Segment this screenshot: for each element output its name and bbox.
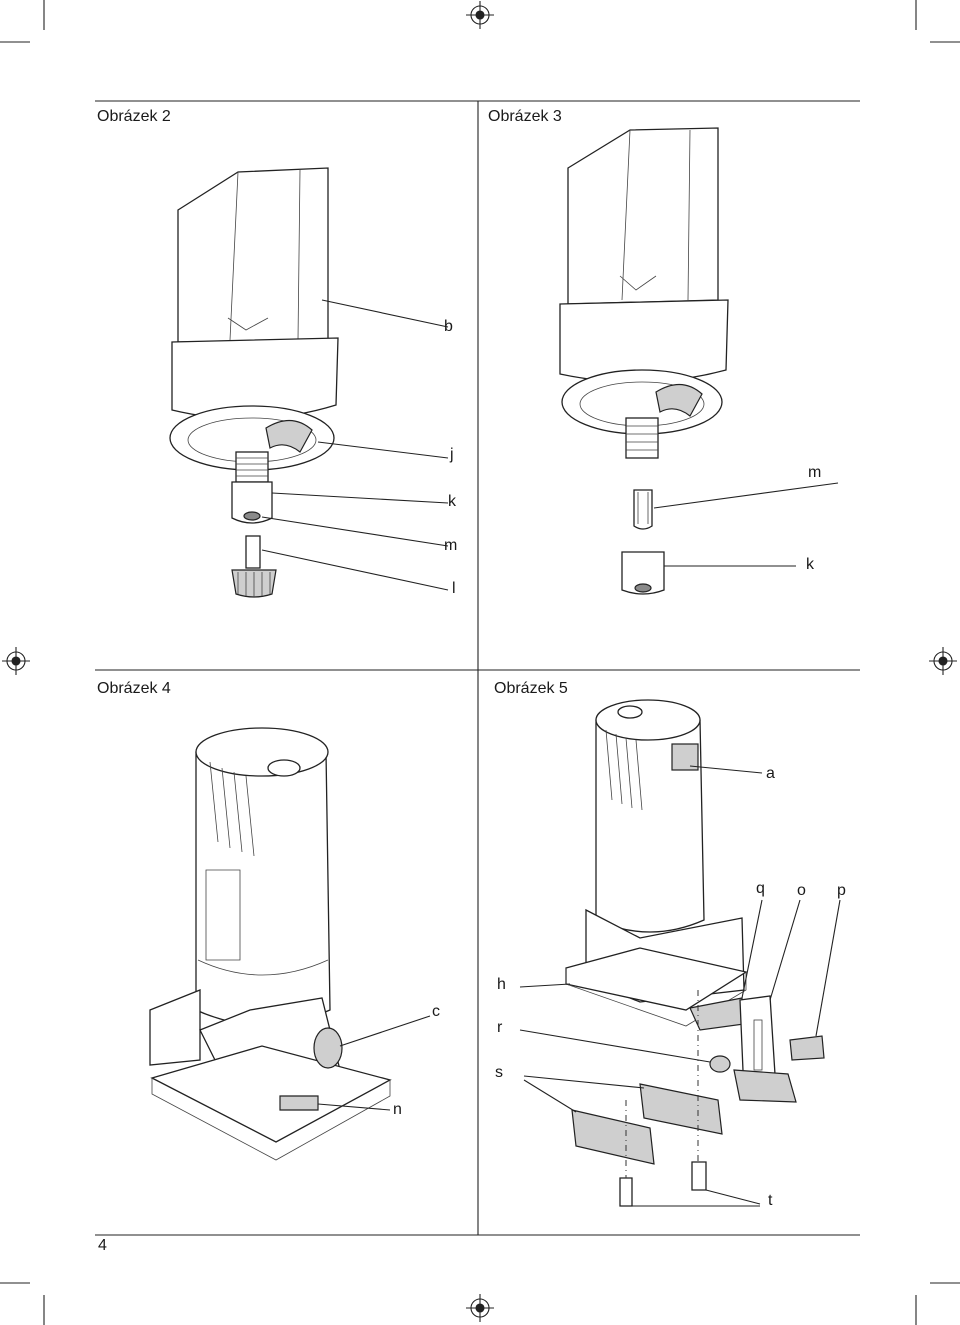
figure-5-title: Obrázek 5 <box>494 680 568 697</box>
registration-mark-left <box>2 647 30 675</box>
figure-4-title: Obrázek 4 <box>97 680 171 697</box>
callout-t: t <box>768 1192 773 1209</box>
page-number: 4 <box>98 1237 107 1254</box>
callout-q: q <box>756 880 765 897</box>
callout-n: n <box>393 1101 402 1118</box>
figure-2-illustration <box>169 167 449 598</box>
callout-p: p <box>837 882 846 899</box>
figure-4-illustration <box>149 727 431 1161</box>
callout-m-fig3: m <box>808 464 822 481</box>
registration-mark-right <box>929 647 957 675</box>
callout-k-fig3: k <box>806 556 814 573</box>
registration-mark-bottom <box>466 1294 494 1322</box>
callout-c: c <box>432 1003 440 1020</box>
figure-2-title: Obrázek 2 <box>97 108 171 125</box>
callout-h: h <box>497 976 506 993</box>
figure-3-illustration <box>559 127 839 595</box>
callout-m: m <box>444 537 458 554</box>
callout-o: o <box>797 882 806 899</box>
callout-k: k <box>448 493 456 510</box>
callout-j: j <box>450 446 454 463</box>
callout-a: a <box>766 765 775 782</box>
callout-b: b <box>444 318 453 335</box>
callout-l: l <box>452 580 456 597</box>
registration-mark-top <box>466 1 494 29</box>
callout-r: r <box>497 1019 503 1036</box>
figure-3-title: Obrázek 3 <box>488 108 562 125</box>
page-grid-lines <box>95 100 860 1236</box>
figure-5-illustration <box>519 699 841 1207</box>
callout-s: s <box>495 1064 503 1081</box>
